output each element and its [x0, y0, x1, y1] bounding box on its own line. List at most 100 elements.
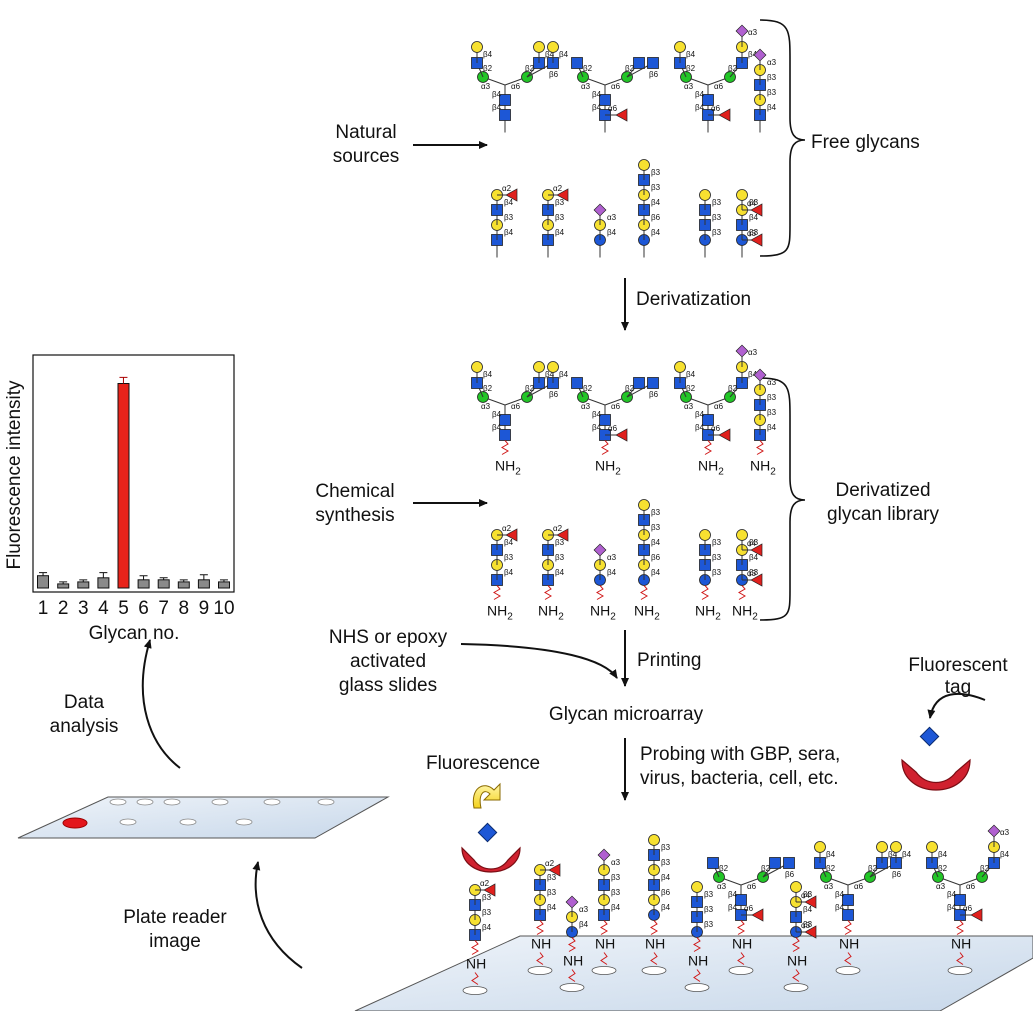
- linkage-label: β3: [704, 905, 714, 914]
- sialic-acid-icon: [593, 543, 607, 557]
- data-analysis-label-2: analysis: [50, 716, 119, 737]
- probing-label: Probing with GBP, sera,: [640, 744, 840, 765]
- galactose-icon: [691, 881, 703, 893]
- linkage-label: β4: [748, 50, 758, 59]
- sialic-acid-icon: [753, 368, 767, 382]
- glcnac-icon: [647, 57, 659, 69]
- linkage-label: β4: [611, 903, 621, 912]
- chart-error-bar-1: [39, 572, 48, 576]
- galactose-icon: [699, 529, 711, 541]
- linkage-label: α3: [748, 348, 758, 357]
- linkage-label: β4: [728, 890, 738, 899]
- glcnac-icon: [647, 377, 659, 389]
- chart-bar-7: [157, 579, 170, 589]
- linkage-label: β3: [611, 873, 621, 882]
- sialic-acid-icon: [735, 344, 749, 358]
- galactose-icon: [547, 361, 559, 373]
- linkage-label: β6: [549, 70, 559, 79]
- linkage-label: β4: [592, 423, 602, 432]
- sialic-acid-icon: [597, 848, 611, 862]
- glcnac-icon: [599, 414, 611, 426]
- free-tag-icon: [919, 726, 940, 747]
- linkage-label: β3: [555, 538, 565, 547]
- glcnac-icon: [842, 909, 854, 921]
- amine-label: NH2: [590, 603, 616, 623]
- microarray-slide: [354, 935, 1033, 1012]
- linkage-label: β4: [579, 920, 589, 929]
- fucose-icon: [556, 528, 569, 542]
- linkage-label: β2: [761, 864, 771, 873]
- nhs-slides-label: NHS or epoxy: [329, 627, 448, 648]
- linkage-label: β3: [749, 568, 759, 577]
- x-tick-label-7: 7: [158, 598, 169, 619]
- bound-lectin: [461, 846, 521, 873]
- fluorescent-tag-arrow: [927, 693, 986, 719]
- linkage-label: β4: [651, 538, 661, 547]
- slide-spots: [109, 798, 335, 826]
- linkage-label: β3: [712, 568, 722, 577]
- linkage-label: α3: [767, 58, 777, 67]
- chart-bar-3: [77, 581, 90, 589]
- linkage-label: α3: [611, 858, 621, 867]
- linkage-label: β3: [555, 198, 565, 207]
- linkage-label: β4: [492, 423, 502, 432]
- linkage-label: β3: [661, 858, 671, 867]
- linkage-label: β2: [625, 384, 635, 393]
- galactose-icon: [736, 189, 748, 201]
- linkage-label: β4: [661, 873, 671, 882]
- linkage-label: β3: [555, 213, 565, 222]
- natural-sources-label-2: sources: [333, 146, 400, 167]
- derivatized-library-label: Derivatized: [835, 480, 930, 501]
- fucose-icon: [556, 188, 569, 202]
- chart-error-bar-3: [79, 579, 88, 582]
- fucose-icon: [804, 925, 817, 939]
- linkage-label: β4: [803, 905, 813, 914]
- linkage-label: β4: [483, 370, 493, 379]
- linkage-label: β3: [611, 888, 621, 897]
- sialic-acid-icon: [565, 895, 579, 909]
- linkage-label: α3: [824, 882, 834, 891]
- linkage-label: β4: [504, 538, 514, 547]
- chart-error-bar-4: [99, 572, 108, 578]
- x-axis-label: Glycan no.: [89, 623, 180, 644]
- linkage-label: β3: [749, 228, 759, 237]
- galactose-icon: [638, 499, 650, 511]
- linkage-label: α2: [480, 879, 490, 888]
- linkage-label: α3: [767, 378, 777, 387]
- fucose-icon: [750, 573, 763, 587]
- y-axis-label: Fluorescence intensity: [4, 380, 25, 570]
- linkage-label: β6: [785, 870, 795, 879]
- plate-reader-slide: [17, 796, 390, 839]
- natural-sources-label: Natural: [335, 122, 396, 143]
- galactose-icon: [638, 159, 650, 171]
- galactose-icon: [471, 361, 483, 373]
- linkage-label: β2: [583, 384, 593, 393]
- linkage-label: α6: [511, 82, 521, 91]
- linkage-label: β4: [749, 553, 759, 562]
- bound-tag-icon: [477, 822, 498, 843]
- linkage-label: β3: [482, 908, 492, 917]
- galactose-icon: [890, 841, 902, 853]
- linkage-label: β4: [947, 890, 957, 899]
- free-glycans-label: Free glycans: [811, 132, 920, 153]
- amide-label: NH: [732, 936, 752, 952]
- linkage-label: β2: [525, 384, 535, 393]
- linkage-label: β2: [868, 864, 878, 873]
- linkage-label: β4: [592, 103, 602, 112]
- linkage-label: α6: [714, 82, 724, 91]
- sialic-acid-icon: [987, 824, 1001, 838]
- linkage-label: β4: [661, 903, 671, 912]
- galactose-icon: [876, 841, 888, 853]
- amide-label: NH: [595, 936, 615, 952]
- linkage-label: β6: [649, 70, 659, 79]
- chart-bar-1: [37, 575, 49, 589]
- fucose-icon: [615, 428, 628, 442]
- x-tick-label-6: 6: [138, 598, 149, 619]
- linkage-label: β3: [504, 553, 514, 562]
- glcnac-icon: [783, 857, 795, 869]
- linkage-label: β4: [695, 410, 705, 419]
- linkage-label: β6: [549, 390, 559, 399]
- glcnac-icon: [499, 94, 511, 106]
